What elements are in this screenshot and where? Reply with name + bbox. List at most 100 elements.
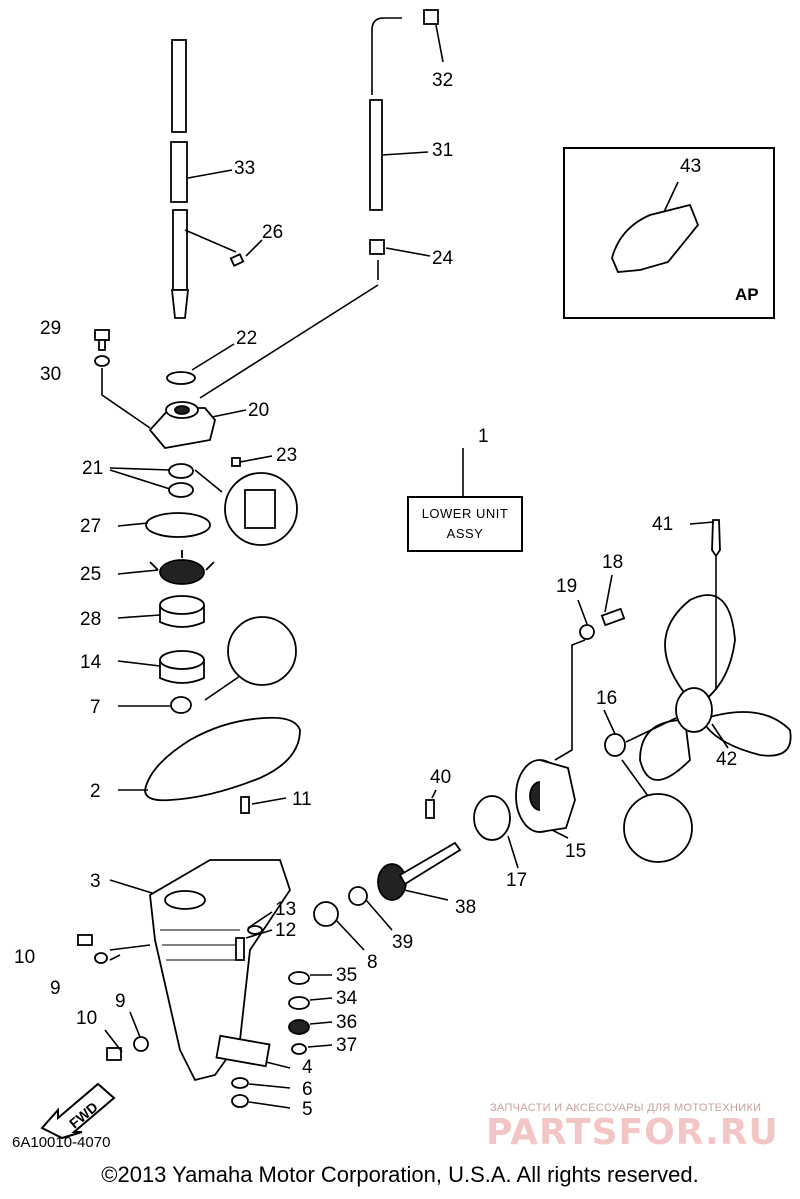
callout-28: 28 <box>80 609 101 630</box>
washer-19 <box>579 624 595 640</box>
bearing-housing <box>515 759 576 833</box>
callout-19: 19 <box>556 576 577 597</box>
callout-10a: 10 <box>14 947 35 968</box>
callout-41: 41 <box>652 514 673 535</box>
callout-27: 27 <box>80 516 101 537</box>
callout-35: 35 <box>336 965 357 986</box>
gasket-9b <box>133 1036 149 1052</box>
callout-9a: 9 <box>50 978 61 999</box>
assembly-label-line2: ASSY <box>446 526 484 541</box>
callout-38: 38 <box>455 897 476 918</box>
insert-cartridge <box>159 595 205 628</box>
outer-plate-27 <box>145 512 211 538</box>
callout-9b: 9 <box>115 991 126 1012</box>
callout-36: 36 <box>336 1012 357 1033</box>
gear-36 <box>288 1019 310 1035</box>
washer-30 <box>94 355 110 367</box>
gasket-2 <box>144 716 301 802</box>
gasket-9a <box>94 952 108 964</box>
callout-6: 6 <box>302 1079 313 1100</box>
watermark-brand: PARTSFOR.RU <box>486 1112 779 1153</box>
o-ring-17 <box>473 795 511 841</box>
callout-4: 4 <box>302 1057 313 1078</box>
fwd-arrow-icon: FWD <box>40 1082 116 1140</box>
callout-32: 32 <box>432 70 453 91</box>
callout-33: 33 <box>234 158 255 179</box>
callout-15: 15 <box>565 841 586 862</box>
diagram-code: 6A10010-4070 <box>12 1134 111 1151</box>
bearing-8 <box>313 901 339 927</box>
drive-shaft <box>170 39 190 319</box>
pin-26 <box>229 253 245 267</box>
spacer-16 <box>604 733 626 757</box>
plug-10b <box>106 1047 122 1061</box>
bolt-29 <box>94 329 110 351</box>
washer-37 <box>291 1043 307 1055</box>
seal-21a <box>168 463 194 479</box>
washer-39 <box>348 886 368 906</box>
pin-40 <box>425 799 435 819</box>
propeller <box>639 594 792 781</box>
callout-1: 1 <box>478 426 489 447</box>
inset-label: AP <box>735 285 759 304</box>
copyright-notice: ©2013 Yamaha Motor Corporation, U.S.A. A… <box>101 1162 699 1187</box>
callout-25: 25 <box>80 564 101 585</box>
callout-24: 24 <box>432 248 454 269</box>
callout-16: 16 <box>596 688 617 709</box>
inset-box <box>563 147 775 319</box>
bolt-18 <box>600 607 626 627</box>
inset-part-43 <box>611 203 700 273</box>
callout-10b: 10 <box>76 1008 97 1029</box>
seal-detail-circle-2 <box>227 616 297 686</box>
callout-30: 30 <box>40 364 61 385</box>
callout-17: 17 <box>506 870 527 891</box>
callout-42: 42 <box>716 749 737 770</box>
callout-2: 2 <box>90 781 101 802</box>
callout-21: 21 <box>82 458 103 479</box>
callout-7: 7 <box>90 697 101 718</box>
water-pipe <box>369 9 439 255</box>
pump-housing <box>148 401 216 449</box>
assembly-label-box: LOWER UNIT ASSY <box>407 496 523 552</box>
callout-20: 20 <box>248 400 269 421</box>
dowel-11 <box>240 796 250 814</box>
impeller <box>149 550 215 585</box>
assembly-label-line1: LOWER UNIT <box>421 506 509 521</box>
nut-5 <box>231 1094 249 1108</box>
propeller-shaft <box>377 841 462 901</box>
spacer-detail-circle <box>623 793 693 863</box>
callout-8: 8 <box>367 952 378 973</box>
cotter-pin-41 <box>711 519 721 558</box>
callout-22: 22 <box>236 328 257 349</box>
washer-35 <box>288 971 310 985</box>
washer-13 <box>247 925 263 935</box>
callout-14: 14 <box>80 652 102 673</box>
callout-13: 13 <box>275 899 296 920</box>
callout-5: 5 <box>302 1099 313 1120</box>
callout-37: 37 <box>336 1035 357 1056</box>
callout-3: 3 <box>90 871 101 892</box>
leader-lines <box>101 24 729 1109</box>
callout-43: 43 <box>680 156 701 177</box>
callout-11: 11 <box>292 789 312 810</box>
anode-4 <box>215 1034 271 1068</box>
callout-23: 23 <box>276 445 297 466</box>
callout-39: 39 <box>392 932 413 953</box>
watermark-subtitle: ЗАПЧАСТИ И АКСЕССУАРЫ ДЛЯ МОТОТЕХНИКИ <box>490 1102 762 1114</box>
callout-labels: 1 2 3 4 5 6 7 8 9 9 10 10 11 12 13 14 15… <box>14 70 737 1120</box>
seal-7 <box>170 696 192 714</box>
o-ring-22 <box>166 371 196 385</box>
plug-10a <box>77 934 93 946</box>
washer-6 <box>231 1077 249 1089</box>
pin-23 <box>231 457 241 467</box>
lower-plate-14 <box>159 650 205 684</box>
callout-18: 18 <box>602 552 623 573</box>
callout-29: 29 <box>40 318 61 339</box>
callout-40: 40 <box>430 767 451 788</box>
callout-12: 12 <box>275 920 296 941</box>
bolt-12 <box>235 937 245 961</box>
callout-26: 26 <box>262 222 283 243</box>
callout-34: 34 <box>336 988 358 1009</box>
shim-34 <box>288 996 310 1010</box>
